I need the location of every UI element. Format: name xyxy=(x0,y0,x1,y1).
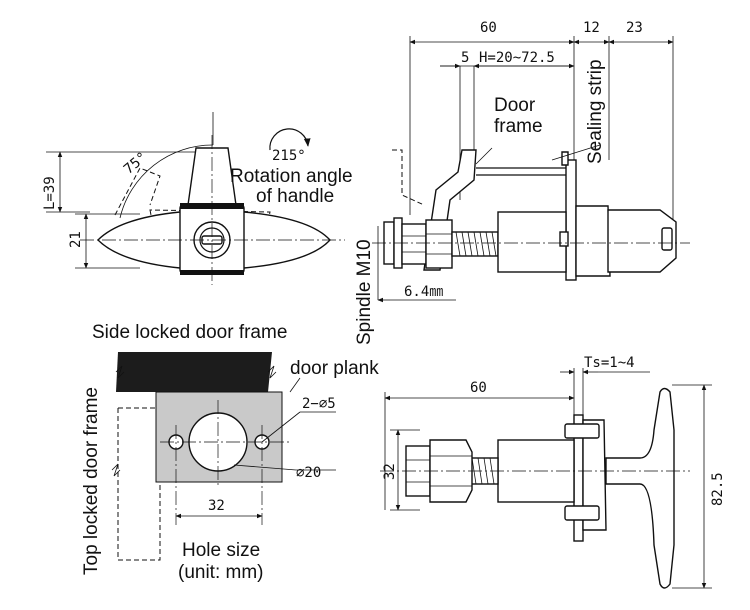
door-frame-label-1: Door xyxy=(494,95,536,116)
front-view-handle xyxy=(46,112,345,285)
dim-L-label: L=39 xyxy=(42,176,58,210)
dim-H-label: H=20~72.5 xyxy=(479,50,555,66)
hole-20-label: ∅20 xyxy=(296,465,321,481)
spindle-label: Spindle M10 xyxy=(354,239,375,345)
dim-82-5-label: 82.5 xyxy=(710,472,726,506)
dim-32-hole-label: 32 xyxy=(208,498,225,514)
dim-60-top-label: 60 xyxy=(480,20,497,36)
side-locked-label: Side locked door frame xyxy=(92,322,287,343)
side-frame-shape xyxy=(116,352,272,392)
dim-6-4-label: 6.4㎜ xyxy=(404,284,443,300)
rotation-text-1: Rotation angle xyxy=(230,166,353,187)
door-frame-label-2: frame xyxy=(494,116,543,137)
dim-60-bottom-label: 60 xyxy=(470,380,487,396)
sealing-strip-label: Sealing strip xyxy=(585,59,606,164)
door-plank-label: door plank xyxy=(290,358,379,379)
rotation-arrow-icon xyxy=(269,128,311,151)
dim-5-label: 5 xyxy=(461,50,469,66)
angle-75-label: 75° xyxy=(121,149,151,178)
rotation-angle-label: 215° xyxy=(272,148,306,164)
unit-label: (unit: mm) xyxy=(178,562,264,583)
dim-32-side-label: 32 xyxy=(382,463,398,480)
dim-23-label: 23 xyxy=(626,20,643,36)
dim-12-label: 12 xyxy=(583,20,600,36)
dim-Ts-label: Ts=1~4 xyxy=(584,355,635,371)
rotation-text-2: of handle xyxy=(256,186,334,207)
hole-2-5-label: 2−∅5 xyxy=(302,396,336,412)
hole-size-label: Hole size xyxy=(182,540,260,561)
hole-size-diagram xyxy=(111,352,336,561)
dim-21-label: 21 xyxy=(68,231,84,248)
thread-hatch xyxy=(455,231,497,257)
top-locked-label: Top locked door frame xyxy=(81,387,102,575)
side-view-mounted xyxy=(372,36,690,303)
side-view-t-handle xyxy=(380,368,712,589)
